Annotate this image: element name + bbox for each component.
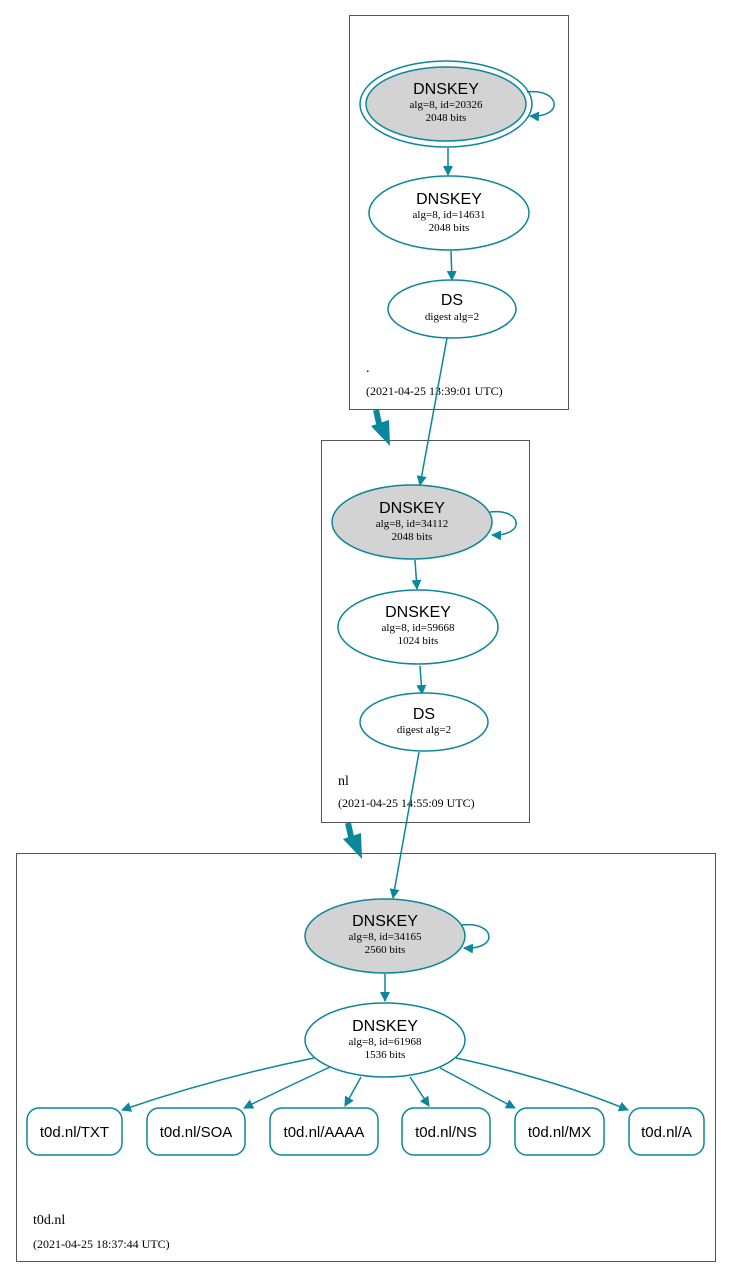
edge-t0d-zsk-to-txt <box>121 1057 315 1112</box>
root-zsk-line2: 2048 bits <box>429 222 470 234</box>
edge-t0d-zsk-to-soa <box>243 1066 331 1109</box>
nl-zsk-node[interactable]: DNSKEY alg=8, id=59668 1024 bits <box>337 589 499 665</box>
root-ksk-title: DNSKEY <box>413 81 479 98</box>
edge-t0d-zsk-to-ns <box>409 1076 430 1107</box>
edge-nl-ksk-self <box>489 510 517 541</box>
zone-nl-border <box>321 440 530 823</box>
zone-nl-timestamp: (2021-04-25 14:55:09 UTC) <box>338 796 475 810</box>
root-ksk-line2: 2048 bits <box>426 112 467 124</box>
zone-root-border <box>349 15 569 410</box>
root-ds-node[interactable]: DS digest alg=2 <box>387 279 517 339</box>
nl-ds-title: DS <box>413 706 435 723</box>
root-ds-line1: digest alg=2 <box>425 311 479 323</box>
nl-ksk-title: DNSKEY <box>379 500 445 517</box>
t0d-ksk-line1: alg=8, id=34165 <box>349 931 422 943</box>
zone-t0d-name: t0d.nl <box>33 1213 65 1228</box>
zone-root-name: . <box>366 361 370 376</box>
edge-t0d-zsk-to-aaaa <box>344 1076 362 1107</box>
record-label-txt: t0d.nl/TXT <box>40 1124 109 1141</box>
zone-nl-name: nl <box>338 774 349 789</box>
edges <box>121 91 629 1112</box>
delegation-arrow-root-to-nl <box>371 409 390 446</box>
nl-zsk-line2: 1024 bits <box>398 635 439 647</box>
zone-t0d-border <box>16 853 716 1262</box>
root-zsk-node[interactable]: DNSKEY alg=8, id=14631 2048 bits <box>368 175 530 251</box>
root-ksk-node[interactable]: DNSKEY alg=8, id=20326 2048 bits <box>359 60 533 148</box>
record-node-a[interactable]: t0d.nl/A <box>628 1107 705 1156</box>
t0d-ksk-line2: 2560 bits <box>365 944 406 956</box>
record-label-soa: t0d.nl/SOA <box>160 1124 233 1141</box>
zone-root: . (2021-04-25 13:39:01 UTC) <box>349 15 569 410</box>
t0d-zsk-line2: 1536 bits <box>365 1049 406 1061</box>
edge-root-ds-to-nl-ksk <box>416 337 448 486</box>
root-ds-title: DS <box>441 292 463 309</box>
nl-ds-node[interactable]: DS digest alg=2 <box>359 692 489 752</box>
record-label-ns: t0d.nl/NS <box>415 1124 477 1141</box>
record-node-ns[interactable]: t0d.nl/NS <box>401 1107 491 1156</box>
record-node-soa[interactable]: t0d.nl/SOA <box>146 1107 246 1156</box>
zone-nl: nl (2021-04-25 14:55:09 UTC) <box>321 440 530 823</box>
edge-root-zsk-to-ds <box>446 250 457 281</box>
nl-zsk-title: DNSKEY <box>385 604 451 621</box>
nl-ksk-node[interactable]: DNSKEY alg=8, id=34112 2048 bits <box>331 484 493 560</box>
t0d-zsk-node[interactable]: DNSKEY alg=8, id=61968 1536 bits <box>304 1002 466 1078</box>
zone-t0d-timestamp: (2021-04-25 18:37:44 UTC) <box>33 1237 170 1251</box>
root-ksk-line1: alg=8, id=20326 <box>410 99 483 111</box>
record-node-aaaa[interactable]: t0d.nl/AAAA <box>269 1107 379 1156</box>
edge-root-ksk-self <box>526 91 555 122</box>
zone-root-timestamp: (2021-04-25 13:39:01 UTC) <box>366 384 503 398</box>
nl-ksk-line2: 2048 bits <box>392 531 433 543</box>
record-label-aaaa: t0d.nl/AAAA <box>284 1124 365 1141</box>
zone-t0d: t0d.nl (2021-04-25 18:37:44 UTC) <box>16 853 716 1262</box>
edge-t0d-ksk-self <box>461 923 490 954</box>
nl-zsk-line1: alg=8, id=59668 <box>382 622 455 634</box>
edge-t0d-zsk-to-mx <box>439 1067 516 1109</box>
t0d-zsk-title: DNSKEY <box>352 1018 418 1035</box>
edge-nl-ksk-to-zsk <box>411 559 422 590</box>
root-zsk-title: DNSKEY <box>416 191 482 208</box>
record-label-a: t0d.nl/A <box>641 1124 692 1141</box>
nl-ksk-line1: alg=8, id=34112 <box>376 518 449 530</box>
delegation-arrow-nl-to-t0d <box>343 822 362 859</box>
edge-t0d-zsk-to-a <box>455 1057 629 1112</box>
t0d-ksk-title: DNSKEY <box>352 913 418 930</box>
record-node-mx[interactable]: t0d.nl/MX <box>514 1107 605 1156</box>
edge-nl-zsk-to-ds <box>416 665 427 695</box>
t0d-zsk-line1: alg=8, id=61968 <box>349 1036 422 1048</box>
edge-nl-ds-to-t0d-ksk <box>389 751 420 899</box>
root-zsk-line1: alg=8, id=14631 <box>413 209 486 221</box>
record-node-txt[interactable]: t0d.nl/TXT <box>26 1107 123 1156</box>
t0d-ksk-node[interactable]: DNSKEY alg=8, id=34165 2560 bits <box>304 898 466 974</box>
nl-ds-line1: digest alg=2 <box>397 724 451 736</box>
record-label-mx: t0d.nl/MX <box>528 1124 591 1141</box>
